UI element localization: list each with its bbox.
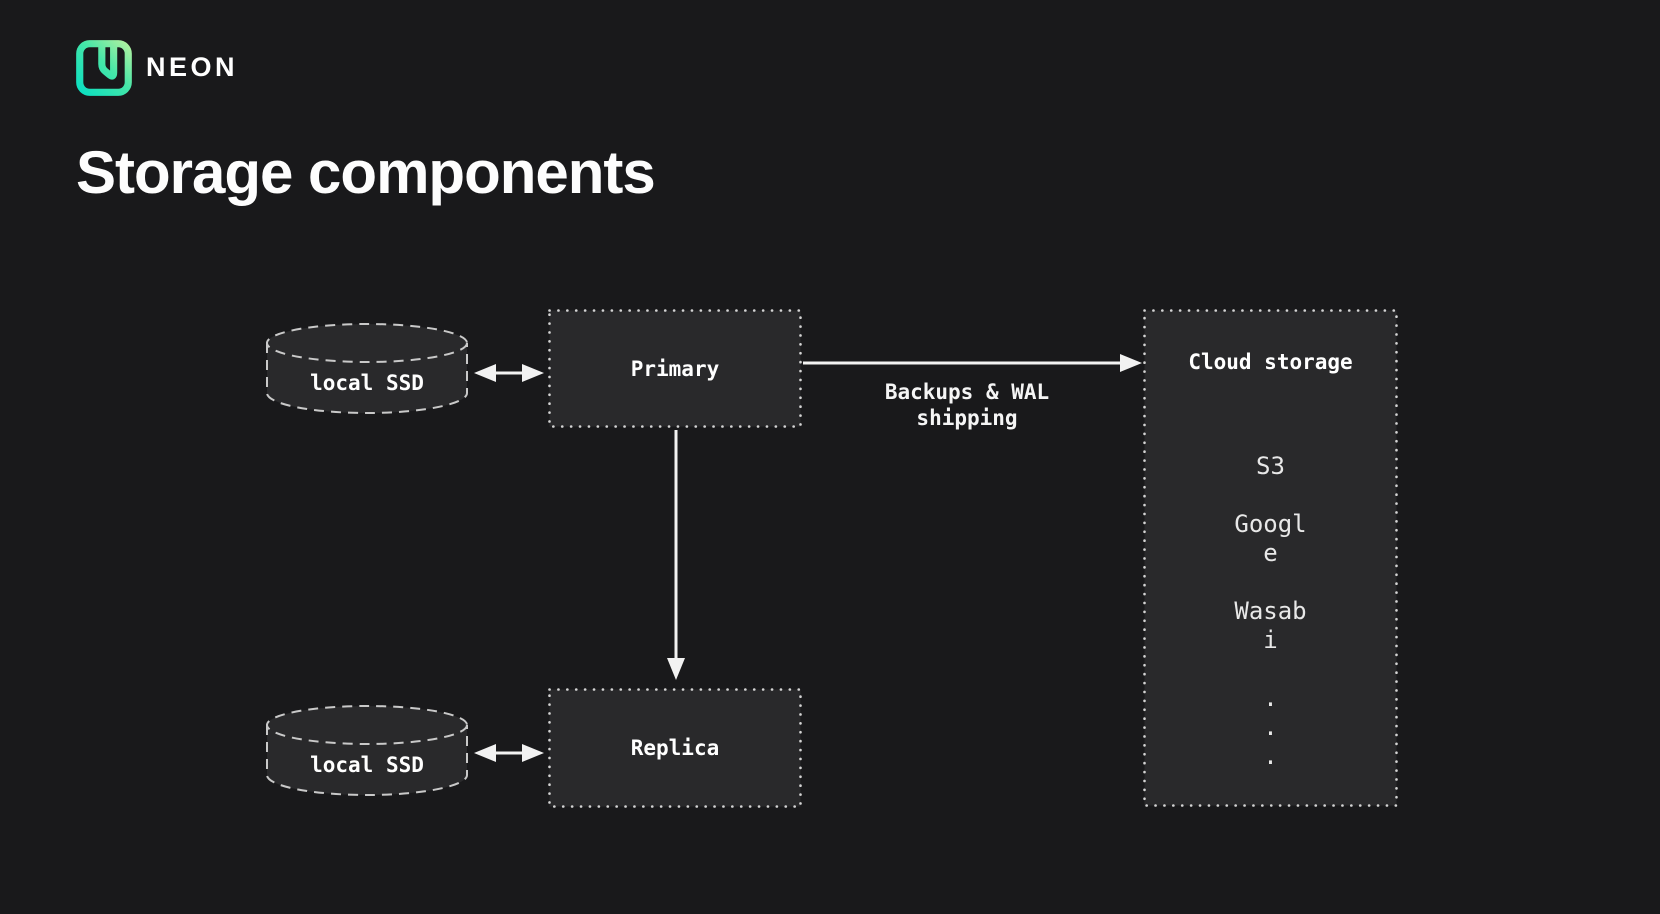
cloud-provider: Wasabi — [1234, 597, 1307, 654]
ellipsis-dot: . — [1263, 713, 1278, 741]
dotted-border — [1143, 309, 1398, 807]
arrow-ssd-primary — [474, 364, 544, 382]
ellipsis-dot: . — [1263, 684, 1278, 712]
neon-logo-icon — [76, 40, 132, 96]
node-label-cloud-storage: Cloud storage — [1188, 350, 1353, 374]
node-local-ssd-bottom: local SSD — [265, 703, 469, 799]
node-label-replica: Replica — [630, 736, 720, 760]
cylinder-shape — [266, 323, 468, 414]
cloud-provider: S3 — [1256, 452, 1285, 480]
node-cloud-storage: Cloud storage S3 Google Wasabi . . . — [1143, 309, 1398, 807]
cloud-provider-list: S3 Google Wasabi . . . — [1143, 452, 1398, 771]
brand: NEON — [76, 40, 238, 96]
cylinder-shape — [266, 705, 468, 796]
brand-wordmark: NEON — [146, 51, 239, 82]
arrow-primary-replica — [667, 430, 685, 680]
cloud-provider: Google — [1234, 510, 1307, 567]
backup-flow-label: Backups & WAL shipping — [884, 380, 1050, 430]
node-label-local-ssd-bottom: local SSD — [310, 753, 424, 777]
node-local-ssd-top: local SSD — [265, 321, 469, 417]
ellipsis-dot: . — [1263, 742, 1278, 770]
node-primary: Primary — [548, 309, 802, 428]
arrow-primary-cloud — [803, 354, 1142, 372]
arrow-ssd-replica — [474, 744, 544, 762]
dotted-border — [548, 688, 802, 808]
node-label-local-ssd-top: local SSD — [310, 371, 424, 395]
node-replica: Replica — [548, 688, 802, 808]
dotted-border — [548, 309, 802, 428]
page-title: Storage components — [76, 139, 656, 206]
node-label-primary: Primary — [630, 356, 720, 381]
